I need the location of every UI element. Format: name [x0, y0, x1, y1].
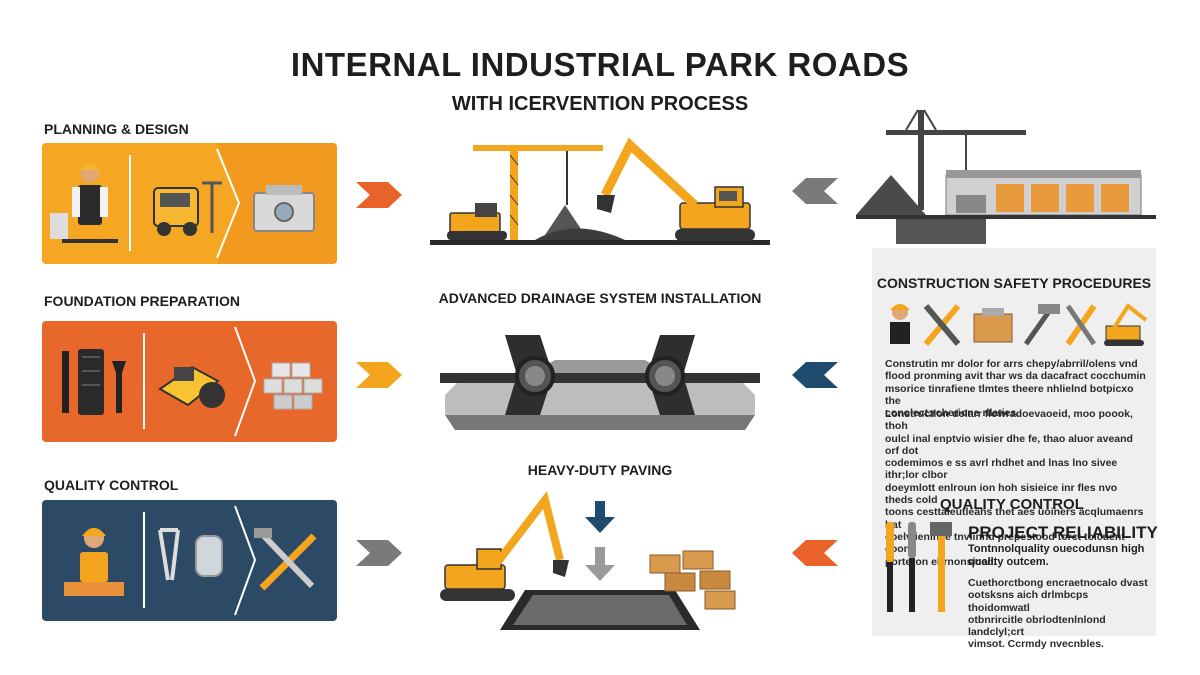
crossed-tools-icon — [923, 304, 961, 346]
wrench-hammer-icon — [254, 528, 317, 591]
warehouse-icon — [945, 170, 1142, 216]
section-label-foundation: FOUNDATION PREPARATION — [44, 293, 240, 309]
section-label-quality: QUALITY CONTROL — [44, 477, 179, 493]
arrow-right-gray-icon — [356, 540, 402, 566]
arrow-left-gray-icon — [792, 178, 838, 204]
tools-icon — [62, 349, 126, 415]
lumber-icon — [649, 550, 736, 610]
asphalt-icon — [500, 590, 700, 630]
planning-card — [42, 143, 337, 264]
small-excavator-icon — [447, 203, 507, 240]
safety-panel-title: CONSTRUCTION SAFETY PROCEDURES — [876, 275, 1152, 291]
construction-site-illustration — [430, 137, 770, 245]
quality-card — [42, 500, 337, 621]
project-reliability-title: PROJECT RELIABILITY — [968, 523, 1158, 542]
paving-label: HEAVY-DUTY PAVING — [527, 462, 673, 478]
toolbox-icon — [973, 308, 1013, 343]
project-reliability-subtitle: Tontnnolquality ouecodunsn high quality … — [968, 543, 1145, 568]
warehouse-illustration — [856, 109, 1156, 244]
drainage-label: ADVANCED DRAINAGE SYSTEM INSTALLATION — [438, 290, 762, 306]
arrow-right-yellow-icon — [356, 362, 402, 388]
safety-icons-row — [890, 303, 1148, 346]
foundation-card — [42, 321, 337, 442]
crane-icon — [473, 145, 603, 240]
paving-illustration — [440, 490, 736, 630]
safety-worker-icon — [890, 304, 910, 344]
page-title: INTERNAL INDUSTRIAL PARK ROADS — [290, 46, 910, 83]
excavator-icon — [597, 137, 755, 241]
safety-panel — [872, 248, 1156, 636]
arrow-down-navy-icon — [585, 501, 615, 533]
arrow-left-navy-icon — [792, 362, 838, 388]
roller-icon — [158, 365, 225, 408]
panel-quality-control-label: QUALITY CONTROL — [940, 496, 1084, 513]
inspector-icon — [64, 528, 124, 596]
truck-icon — [153, 181, 222, 236]
arrow-down-gray-icon — [585, 547, 615, 581]
pickaxe-icon — [1065, 304, 1097, 346]
machine-icon — [253, 185, 315, 232]
arrow-right-orange-icon — [356, 182, 402, 208]
drainage-illustration — [440, 335, 760, 430]
worker-icon — [50, 163, 118, 243]
paving-excavator-icon — [440, 490, 569, 601]
screwdriver-icon — [908, 522, 916, 612]
page-subtitle: WITH ICERVENTION PROCESS — [451, 93, 749, 115]
blocks-icon — [263, 362, 323, 410]
pliers-icon — [158, 528, 223, 581]
hammer-icon — [1023, 304, 1060, 346]
chisel-icon — [886, 522, 894, 612]
safety-excavator-icon — [1104, 303, 1148, 346]
safety-paragraph-1: Construtin mr dolor for arrs chepy/abrri… — [885, 358, 1146, 420]
quality-hammer-icon — [930, 522, 952, 612]
pipe-right-icon — [645, 335, 695, 415]
arrow-left-orange-icon — [792, 540, 838, 566]
pipe-left-icon — [505, 335, 555, 415]
reliability-paragraph: Cuethorctbong encraetnocalo dvast ootsks… — [968, 577, 1148, 651]
quality-tools-icons — [886, 522, 952, 612]
section-label-planning: PLANNING & DESIGN — [44, 121, 189, 137]
